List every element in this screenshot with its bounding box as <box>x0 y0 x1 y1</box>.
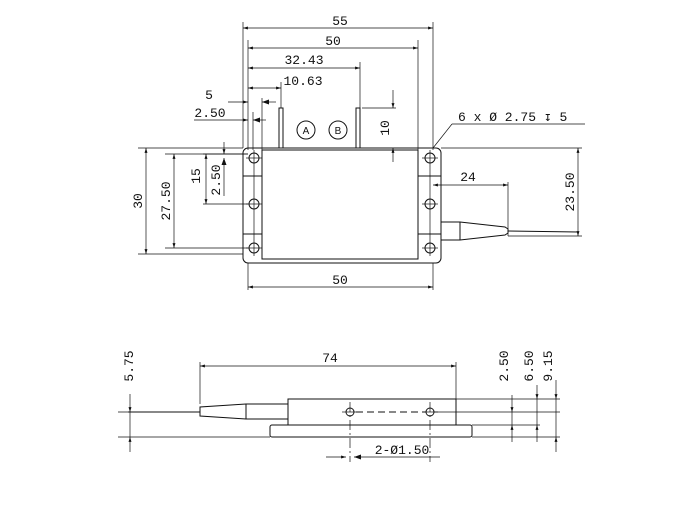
dim-hole-span-top: 50 <box>325 34 341 49</box>
pin-a <box>278 107 284 149</box>
dim-pin-callout: 2-Ø1.50 <box>375 443 430 458</box>
base-plate <box>269 424 473 438</box>
top-view: A B 55 50 3 <box>131 14 585 290</box>
hole-callout: 6 x Ø 2.75 ↧ 5 <box>458 110 567 125</box>
dim-fiber-offset: 24 <box>460 170 476 185</box>
dim-side-fiber-height: 5.75 <box>122 350 137 381</box>
dim-total-height: 9.15 <box>541 350 556 381</box>
datum-b-bubble <box>328 120 348 140</box>
dim-hole-offset: 5 <box>205 88 213 103</box>
side-fiber-boot <box>128 403 288 420</box>
dim-edge-offset: 2.50 <box>194 106 225 121</box>
dim-boot-length: 74 <box>322 351 338 366</box>
datum-a-label: A <box>303 126 310 137</box>
pin-b <box>355 107 361 149</box>
dim-fiber-height: 23.50 <box>563 172 578 211</box>
datum-a-bubble <box>296 120 316 140</box>
dim-hole-span-vertical: 27.50 <box>159 181 174 220</box>
package-body-outline <box>242 147 442 264</box>
datum-b-label: B <box>335 126 342 137</box>
mounting-holes <box>246 150 438 256</box>
dim-body-height: 6.50 <box>522 350 537 381</box>
dim-hole-to-middle: 15 <box>189 168 204 184</box>
dim-hole-edge-offset: 2.50 <box>209 164 224 195</box>
dim-pin-length: 10 <box>378 120 393 136</box>
dim-overall-length: 55 <box>332 14 348 29</box>
dim-hole-span-bottom: 50 <box>332 273 348 288</box>
side-dimensions: 74 5.75 2.50 6.50 9.15 2-Ø1.50 <box>122 350 558 460</box>
dim-pin-a-offset: 10.63 <box>283 74 322 89</box>
dim-pin-b-offset: 32.43 <box>284 53 323 68</box>
top-dimensions: 55 50 32.43 10.63 5 2.50 10 6 x Ø 2.75 ↧… <box>131 14 585 289</box>
side-view: 74 5.75 2.50 6.50 9.15 2-Ø1.50 <box>118 350 560 462</box>
dim-pin-height: 2.50 <box>497 350 512 381</box>
package-body-inner <box>261 149 419 260</box>
fiber-pigtail <box>441 221 579 241</box>
dim-total-height: 30 <box>131 193 146 209</box>
